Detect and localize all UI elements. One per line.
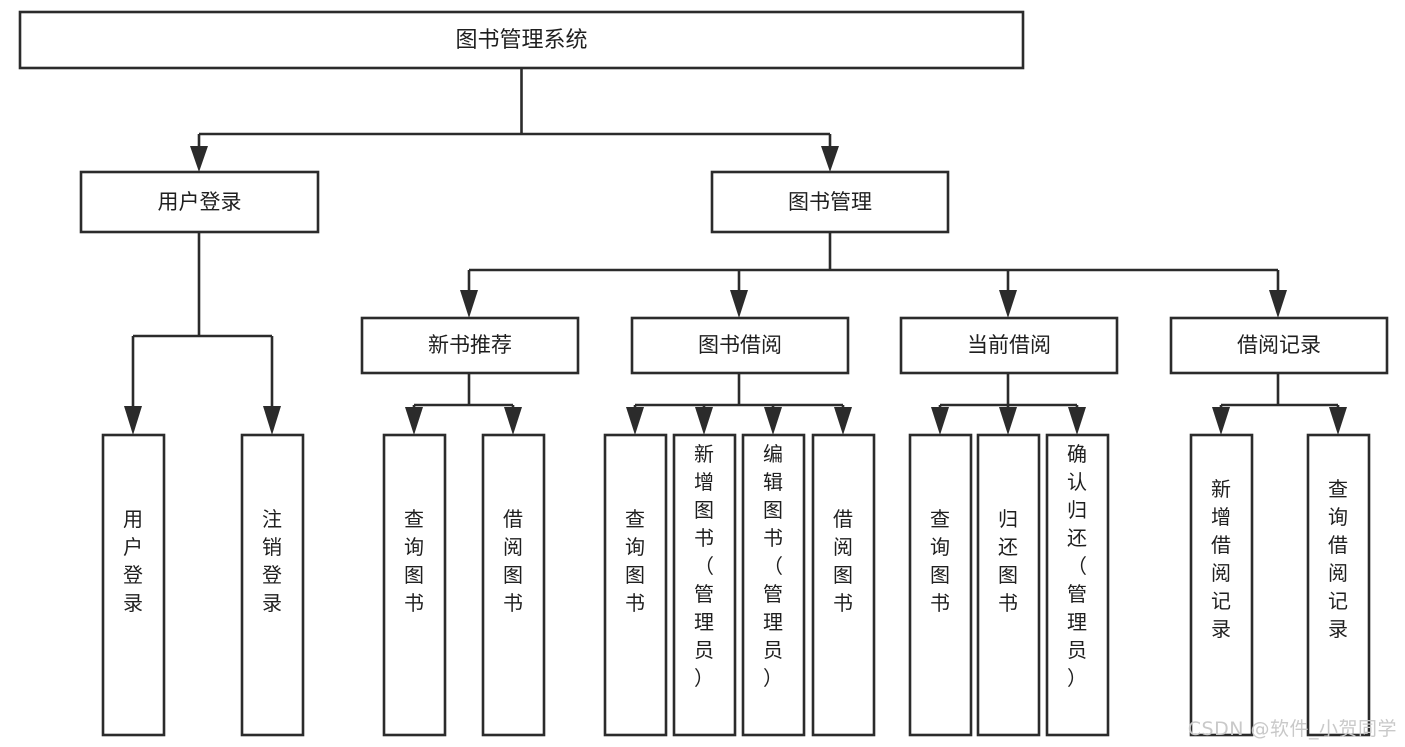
node-leaf-query-book-2-label: 查询图书 <box>625 507 645 615</box>
node-leaf-add-record-box[interactable] <box>1189 433 1254 737</box>
node-leaf-query-book-3-box[interactable] <box>908 433 973 737</box>
node-root[interactable]: 图书管理系统 <box>18 10 1025 70</box>
node-leaf-user-login[interactable]: 用户登录 <box>101 433 166 737</box>
node-leaf-add-record[interactable]: 新增借阅记录 <box>1189 433 1254 737</box>
node-leaf-query-record[interactable]: 查询借阅记录 <box>1306 433 1371 737</box>
node-root-label: 图书管理系统 <box>455 28 587 53</box>
node-current-borrow-label: 当前借阅 <box>967 333 1051 357</box>
arrowhead-leaf-borrow-book-1 <box>504 407 522 435</box>
node-borrow-record-label: 借阅记录 <box>1237 333 1321 357</box>
connector-layer <box>124 68 1347 435</box>
node-current-borrow-box[interactable] <box>899 316 1119 375</box>
node-root-box[interactable] <box>18 10 1025 70</box>
node-leaf-edit-book[interactable]: 编辑图书（管理员） <box>741 433 806 737</box>
node-leaf-borrow-book-2-label: 借阅图书 <box>833 507 853 615</box>
node-leaf-borrow-book-1-label: 借阅图书 <box>503 507 523 615</box>
node-leaf-query-book-3[interactable]: 查询图书 <box>908 433 973 737</box>
node-leaf-query-book-1[interactable]: 查询图书 <box>382 433 447 737</box>
arrowhead-new-book-recommend <box>460 290 478 318</box>
arrowhead-leaf-add-record <box>1212 407 1230 435</box>
arrowhead-leaf-query-book-1 <box>405 407 423 435</box>
arrowhead-leaf-logout <box>263 406 281 435</box>
node-leaf-query-book-1-label: 查询图书 <box>404 507 424 615</box>
node-book-manage-label: 图书管理 <box>788 190 872 214</box>
arrowhead-leaf-query-book-3 <box>931 407 949 435</box>
node-leaf-borrow-book-2[interactable]: 借阅图书 <box>811 433 876 737</box>
node-new-book-recommend-box[interactable] <box>360 316 580 375</box>
node-leaf-return-book[interactable]: 归还图书 <box>976 433 1041 737</box>
node-leaf-add-record-label: 新增借阅记录 <box>1211 477 1231 641</box>
node-leaf-query-record-label: 查询借阅记录 <box>1328 477 1348 641</box>
node-leaf-query-book-3-label: 查询图书 <box>930 507 950 615</box>
node-leaf-query-book-2[interactable]: 查询图书 <box>603 433 668 737</box>
node-leaf-user-login-box[interactable] <box>101 433 166 737</box>
node-leaf-logout-box[interactable] <box>240 433 305 737</box>
node-leaf-logout[interactable]: 注销登录 <box>240 433 305 737</box>
node-leaf-logout-label: 注销登录 <box>262 507 282 615</box>
node-leaf-add-book[interactable]: 新增图书（管理员） <box>672 433 737 737</box>
arrowhead-leaf-user-login <box>124 406 142 435</box>
node-book-borrow-box[interactable] <box>630 316 850 375</box>
node-book-borrow[interactable]: 图书借阅 <box>630 316 850 375</box>
node-leaf-edit-book-label: 编辑图书（管理员） <box>763 442 783 690</box>
node-new-book-recommend[interactable]: 新书推荐 <box>360 316 580 375</box>
arrowhead-book-borrow <box>730 290 748 318</box>
node-current-borrow[interactable]: 当前借阅 <box>899 316 1119 375</box>
arrowhead-leaf-confirm-return <box>1068 407 1086 435</box>
arrowhead-leaf-edit-book <box>764 407 782 435</box>
node-leaf-query-record-box[interactable] <box>1306 433 1371 737</box>
node-leaf-borrow-book-1-box[interactable] <box>481 433 546 737</box>
node-leaf-confirm-return[interactable]: 确认归还（管理员） <box>1045 433 1110 737</box>
node-leaf-user-login-label: 用户登录 <box>123 507 143 615</box>
node-book-manage-box[interactable] <box>710 170 950 234</box>
node-leaf-return-book-label: 归还图书 <box>998 507 1018 615</box>
node-book-borrow-label: 图书借阅 <box>698 333 782 357</box>
node-leaf-add-book-box[interactable] <box>672 433 737 737</box>
node-user-login-label: 用户登录 <box>158 190 242 214</box>
arrowhead-borrow-record <box>1269 290 1287 318</box>
node-leaf-add-book-label: 新增图书（管理员） <box>694 442 714 690</box>
node-leaf-borrow-book-2-box[interactable] <box>811 433 876 737</box>
node-borrow-record[interactable]: 借阅记录 <box>1169 316 1389 375</box>
node-leaf-return-book-box[interactable] <box>976 433 1041 737</box>
arrowhead-leaf-return-book <box>999 407 1017 435</box>
node-new-book-recommend-label: 新书推荐 <box>428 333 512 357</box>
arrowhead-leaf-add-book <box>695 407 713 435</box>
arrowhead-current-borrow <box>999 290 1017 318</box>
node-leaf-edit-book-box[interactable] <box>741 433 806 737</box>
node-user-login[interactable]: 用户登录 <box>79 170 320 234</box>
node-borrow-record-box[interactable] <box>1169 316 1389 375</box>
node-leaf-query-book-2-box[interactable] <box>603 433 668 737</box>
arrowhead-leaf-query-book-2 <box>626 407 644 435</box>
arrowhead-book-manage <box>821 146 839 172</box>
node-leaf-borrow-book-1[interactable]: 借阅图书 <box>481 433 546 737</box>
node-leaf-query-book-1-box[interactable] <box>382 433 447 737</box>
node-user-login-box[interactable] <box>79 170 320 234</box>
node-book-manage[interactable]: 图书管理 <box>710 170 950 234</box>
arrowhead-user-login <box>190 146 208 172</box>
node-leaf-confirm-return-box[interactable] <box>1045 433 1110 737</box>
node-leaf-confirm-return-label: 确认归还（管理员） <box>1067 442 1087 690</box>
arrowhead-leaf-query-record <box>1329 407 1347 435</box>
arrowhead-leaf-borrow-book-2 <box>834 407 852 435</box>
